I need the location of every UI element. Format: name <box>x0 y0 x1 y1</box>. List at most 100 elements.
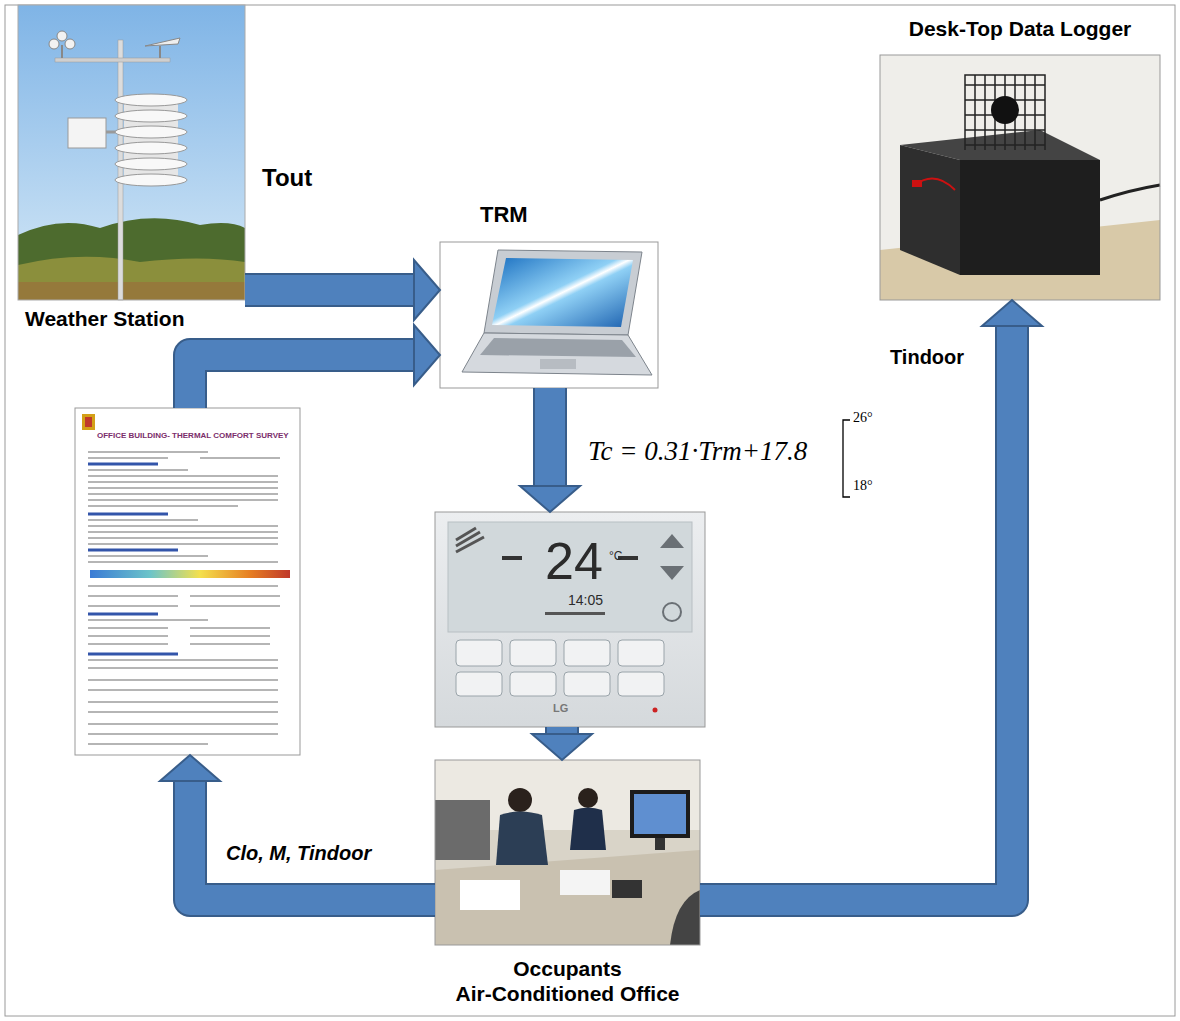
illustration-part <box>655 838 665 850</box>
illustration-part <box>90 570 290 578</box>
flow-arrow <box>160 755 435 900</box>
flow-arrow <box>700 300 1042 900</box>
illustration-part <box>435 800 490 860</box>
illustration-part <box>88 464 178 654</box>
illustration-part <box>115 94 187 106</box>
illustration-part <box>435 760 700 945</box>
illustration-part <box>61 45 63 58</box>
arrow-head <box>414 325 440 385</box>
illustration-part <box>496 812 548 866</box>
illustration-part <box>68 118 106 148</box>
arrow-head <box>414 260 440 320</box>
illustration-part <box>49 39 59 49</box>
photo-caption: Weather Station <box>25 307 184 331</box>
illustration-part <box>85 417 92 427</box>
illustration-part <box>634 794 686 834</box>
signal-label: Tout <box>262 164 312 192</box>
thermostat-picture <box>435 512 705 727</box>
illustration-part <box>435 760 700 945</box>
arrow-outline <box>190 779 435 900</box>
illustration-part <box>880 55 1160 300</box>
signal-label: Tindoor <box>890 346 964 369</box>
illustration-part <box>435 850 700 945</box>
photo-heading: Desk-Top Data Logger <box>880 17 1160 41</box>
illustration-part <box>65 39 75 49</box>
range-bracket <box>843 420 850 497</box>
illustration-part <box>115 174 187 186</box>
illustration-part <box>456 672 502 696</box>
arrow-shaft <box>245 275 416 305</box>
illustration-part <box>508 788 532 812</box>
arrow-head <box>982 300 1042 326</box>
illustration-part <box>510 672 556 696</box>
signal-label: Clo, M, Tindoor <box>226 842 371 865</box>
illustration-part <box>510 640 556 666</box>
form-title: OFFICE BUILDING- THERMAL COMFORT SURVEY <box>97 431 289 440</box>
illustration-part <box>18 5 245 300</box>
illustration-part <box>545 612 605 615</box>
illustration-part <box>965 75 1045 150</box>
illustration-part <box>564 672 610 696</box>
formula-label: Tc = 0.31·Trm+17.8 <box>588 436 807 467</box>
arrow-outline <box>533 388 567 488</box>
variable-label: TRM <box>480 202 528 227</box>
illustration-part <box>540 359 576 369</box>
illustration-part <box>560 870 610 895</box>
illustration-part <box>88 452 280 744</box>
illustration-part <box>502 556 522 560</box>
photo-caption: Air-Conditioned Office <box>410 982 725 1006</box>
illustration-part <box>18 282 245 300</box>
weather-station-photo <box>18 5 245 300</box>
illustration-part <box>456 640 502 666</box>
photo-caption: Occupants <box>410 957 725 981</box>
arrow-shaft <box>190 355 416 408</box>
illustration-part <box>115 158 187 170</box>
illustration-part <box>618 672 664 696</box>
illustration-part <box>115 110 187 122</box>
illustration-part <box>492 258 633 327</box>
illustration-part <box>75 408 300 755</box>
illustration-part <box>484 250 642 335</box>
illustration-part <box>5 5 1175 1016</box>
arrow-outline <box>245 273 416 307</box>
illustration-part <box>460 880 520 910</box>
illustration-part <box>564 640 610 666</box>
thermostat-node: 24°C14:05LG <box>435 512 705 727</box>
display-time: 14:05 <box>568 592 603 608</box>
illustration-part <box>440 242 658 388</box>
illustration-part <box>57 31 67 41</box>
illustration-part <box>660 534 684 548</box>
illustration-part <box>570 808 606 851</box>
arrow-head <box>160 755 220 781</box>
illustration-part <box>145 38 180 46</box>
illustration-part <box>480 338 636 357</box>
illustration-part <box>618 640 664 666</box>
illustration-part <box>82 414 95 430</box>
illustration-part <box>612 880 642 898</box>
illustration-part <box>115 142 187 154</box>
illustration-part <box>653 708 658 713</box>
flow-arrow <box>245 260 440 320</box>
illustration-part <box>118 40 123 300</box>
illustration-part <box>55 58 170 62</box>
photo-node: Weather Station <box>18 5 245 335</box>
arrow-outline <box>700 324 1012 900</box>
arrow-shaft <box>700 324 1012 900</box>
illustration-part <box>578 788 598 808</box>
illustration-part <box>435 512 705 727</box>
illustration-part <box>670 890 700 945</box>
arrow-head <box>532 734 592 760</box>
illustration-part <box>912 180 922 187</box>
illustration-part <box>159 46 161 58</box>
survey-form-node: OFFICE BUILDING- THERMAL COMFORT SURVEY <box>75 408 300 755</box>
laptop-node: TRM <box>440 200 658 388</box>
flow-arrow <box>520 388 580 512</box>
survey-form-picture <box>75 408 300 755</box>
illustration-part <box>18 257 245 300</box>
illustration-part <box>991 96 1019 124</box>
flow-arrow <box>190 325 440 408</box>
display-unit: °C <box>609 550 622 564</box>
